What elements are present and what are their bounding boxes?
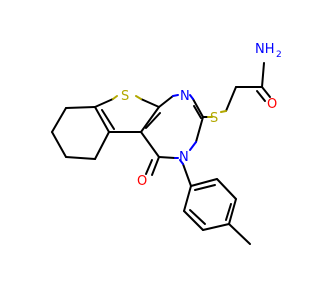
ring-nitrogen-upper-label: N bbox=[180, 89, 190, 104]
thiophene-sulfur-label: S bbox=[121, 89, 129, 104]
ring-nitrogen-lower-label: N bbox=[179, 150, 189, 165]
amide-nh2-subscript: 2 bbox=[276, 50, 282, 60]
thioether-sulfur-label: S bbox=[210, 111, 218, 126]
thiophene-s-bond-right bbox=[135, 95, 142, 100]
thiophene-ring bbox=[94, 98, 161, 133]
thioether-s-bond-right bbox=[220, 110, 227, 113]
n-lower-bond-top bbox=[189, 141, 197, 151]
molecule-structure-diagram: S S N N O O NH 2 bbox=[51, 42, 282, 245]
amide-nh2-label: NH 2 bbox=[255, 42, 282, 60]
ketone-oxygen-label: O bbox=[137, 174, 147, 189]
pyrimidinone-ring bbox=[140, 95, 204, 176]
n-upper-bond-right bbox=[189, 94, 194, 100]
n-lower-bond-aryl bbox=[179, 159, 184, 165]
n-upper-bond-left bbox=[172, 94, 179, 97]
amide-nh-label: NH bbox=[255, 42, 275, 57]
amide-oxygen-label: O bbox=[267, 97, 277, 112]
cyclohexane-ring bbox=[51, 106, 110, 160]
thioacetamide-chain bbox=[202, 62, 271, 118]
tolyl-ring bbox=[182, 163, 251, 245]
thiophene-s-bond-left bbox=[112, 95, 118, 100]
